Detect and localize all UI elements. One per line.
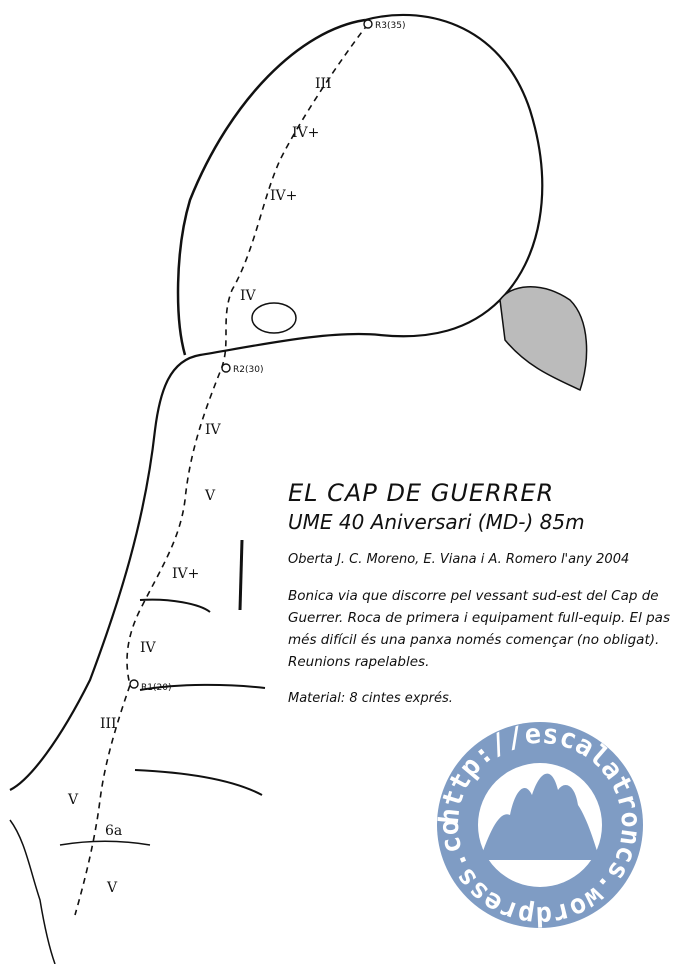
- grade-label: V: [204, 488, 216, 504]
- route-authors: Oberta J. C. Moreno, E. Viana i A. Romer…: [288, 552, 630, 567]
- route-material: Material: 8 cintes exprés.: [288, 691, 453, 706]
- ledge: [59, 840, 151, 846]
- route-line: [74, 23, 369, 916]
- grade-label: IV+: [270, 188, 297, 204]
- grade-label: 6a: [105, 823, 122, 839]
- belay-r1: [129, 679, 139, 689]
- grade-label: IV+: [172, 566, 199, 582]
- ledge: [139, 683, 266, 691]
- grade-label: IV: [205, 422, 222, 438]
- route-subtitle: UME 40 Aniversari (MD-) 85m: [288, 510, 585, 534]
- route-title: EL CAP DE GUERRER: [288, 479, 555, 507]
- grade-label: V: [67, 792, 79, 808]
- ledge: [134, 769, 263, 796]
- grade-label: IV: [140, 640, 157, 656]
- grade-label: IV: [240, 288, 257, 304]
- grade-label: III: [100, 716, 117, 732]
- escalatroncs-logo: http://escalatroncs.wordpress.com: [437, 722, 643, 928]
- route-description: Bonica via que discorre pel vessant sud-…: [288, 588, 670, 670]
- belay-r3: [363, 19, 373, 29]
- rock-left-edge: [176, 18, 366, 356]
- belay-markers: R3(35) R2(30) R1(20): [129, 19, 405, 693]
- mountain-silhouette: [480, 773, 600, 860]
- grade-label: IV+: [292, 125, 319, 141]
- route-info: EL CAP DE GUERRER UME 40 Aniversari (MD-…: [288, 478, 698, 706]
- grade-labels: III IV+ IV+ IV IV V IV+ IV III V 6a V: [67, 76, 332, 896]
- belay-label: R3(35): [375, 21, 405, 31]
- belay-r2: [221, 363, 231, 373]
- rock-outline: [9, 13, 544, 791]
- ledge: [139, 598, 211, 613]
- shaded-block: [499, 286, 588, 392]
- rock-hole: [251, 302, 297, 334]
- grade-label: V: [106, 880, 118, 896]
- ground-line: [9, 819, 56, 964]
- crack: [238, 539, 244, 611]
- belay-label: R2(30): [233, 365, 263, 375]
- grade-label: III: [315, 76, 332, 92]
- belay-label: R1(20): [141, 683, 171, 693]
